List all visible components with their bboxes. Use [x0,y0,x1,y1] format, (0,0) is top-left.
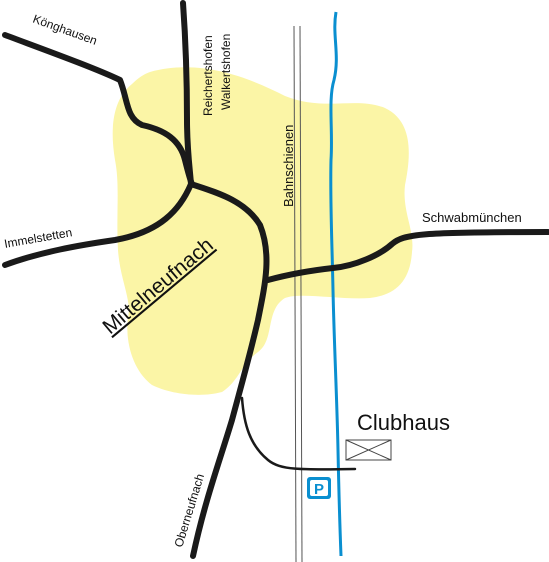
road-reichertshofen [180,0,194,187]
label-walkertshofen: Walkertshofen [219,34,233,110]
label-koenghausen: Könghausen [31,12,99,48]
road-schwabmuenchen [265,229,549,283]
parking-sign-icon: P [307,477,331,499]
clubhouse-building-icon [345,439,392,461]
parking-sign-letter: P [314,481,324,498]
road-oberneufnach-main [188,181,270,559]
railway-line-right [299,25,303,562]
label-schwabmuenchen: Schwabmünchen [422,210,522,225]
label-clubhaus: Clubhaus [357,410,450,435]
river [329,11,343,557]
road-clubhaus-access [240,396,357,471]
label-bahnschienen: Bahnschienen [281,125,296,207]
railway-line-left [293,25,297,562]
label-reichertshofen: Reichertshofen [201,35,215,116]
road-immelstetten [2,181,194,268]
